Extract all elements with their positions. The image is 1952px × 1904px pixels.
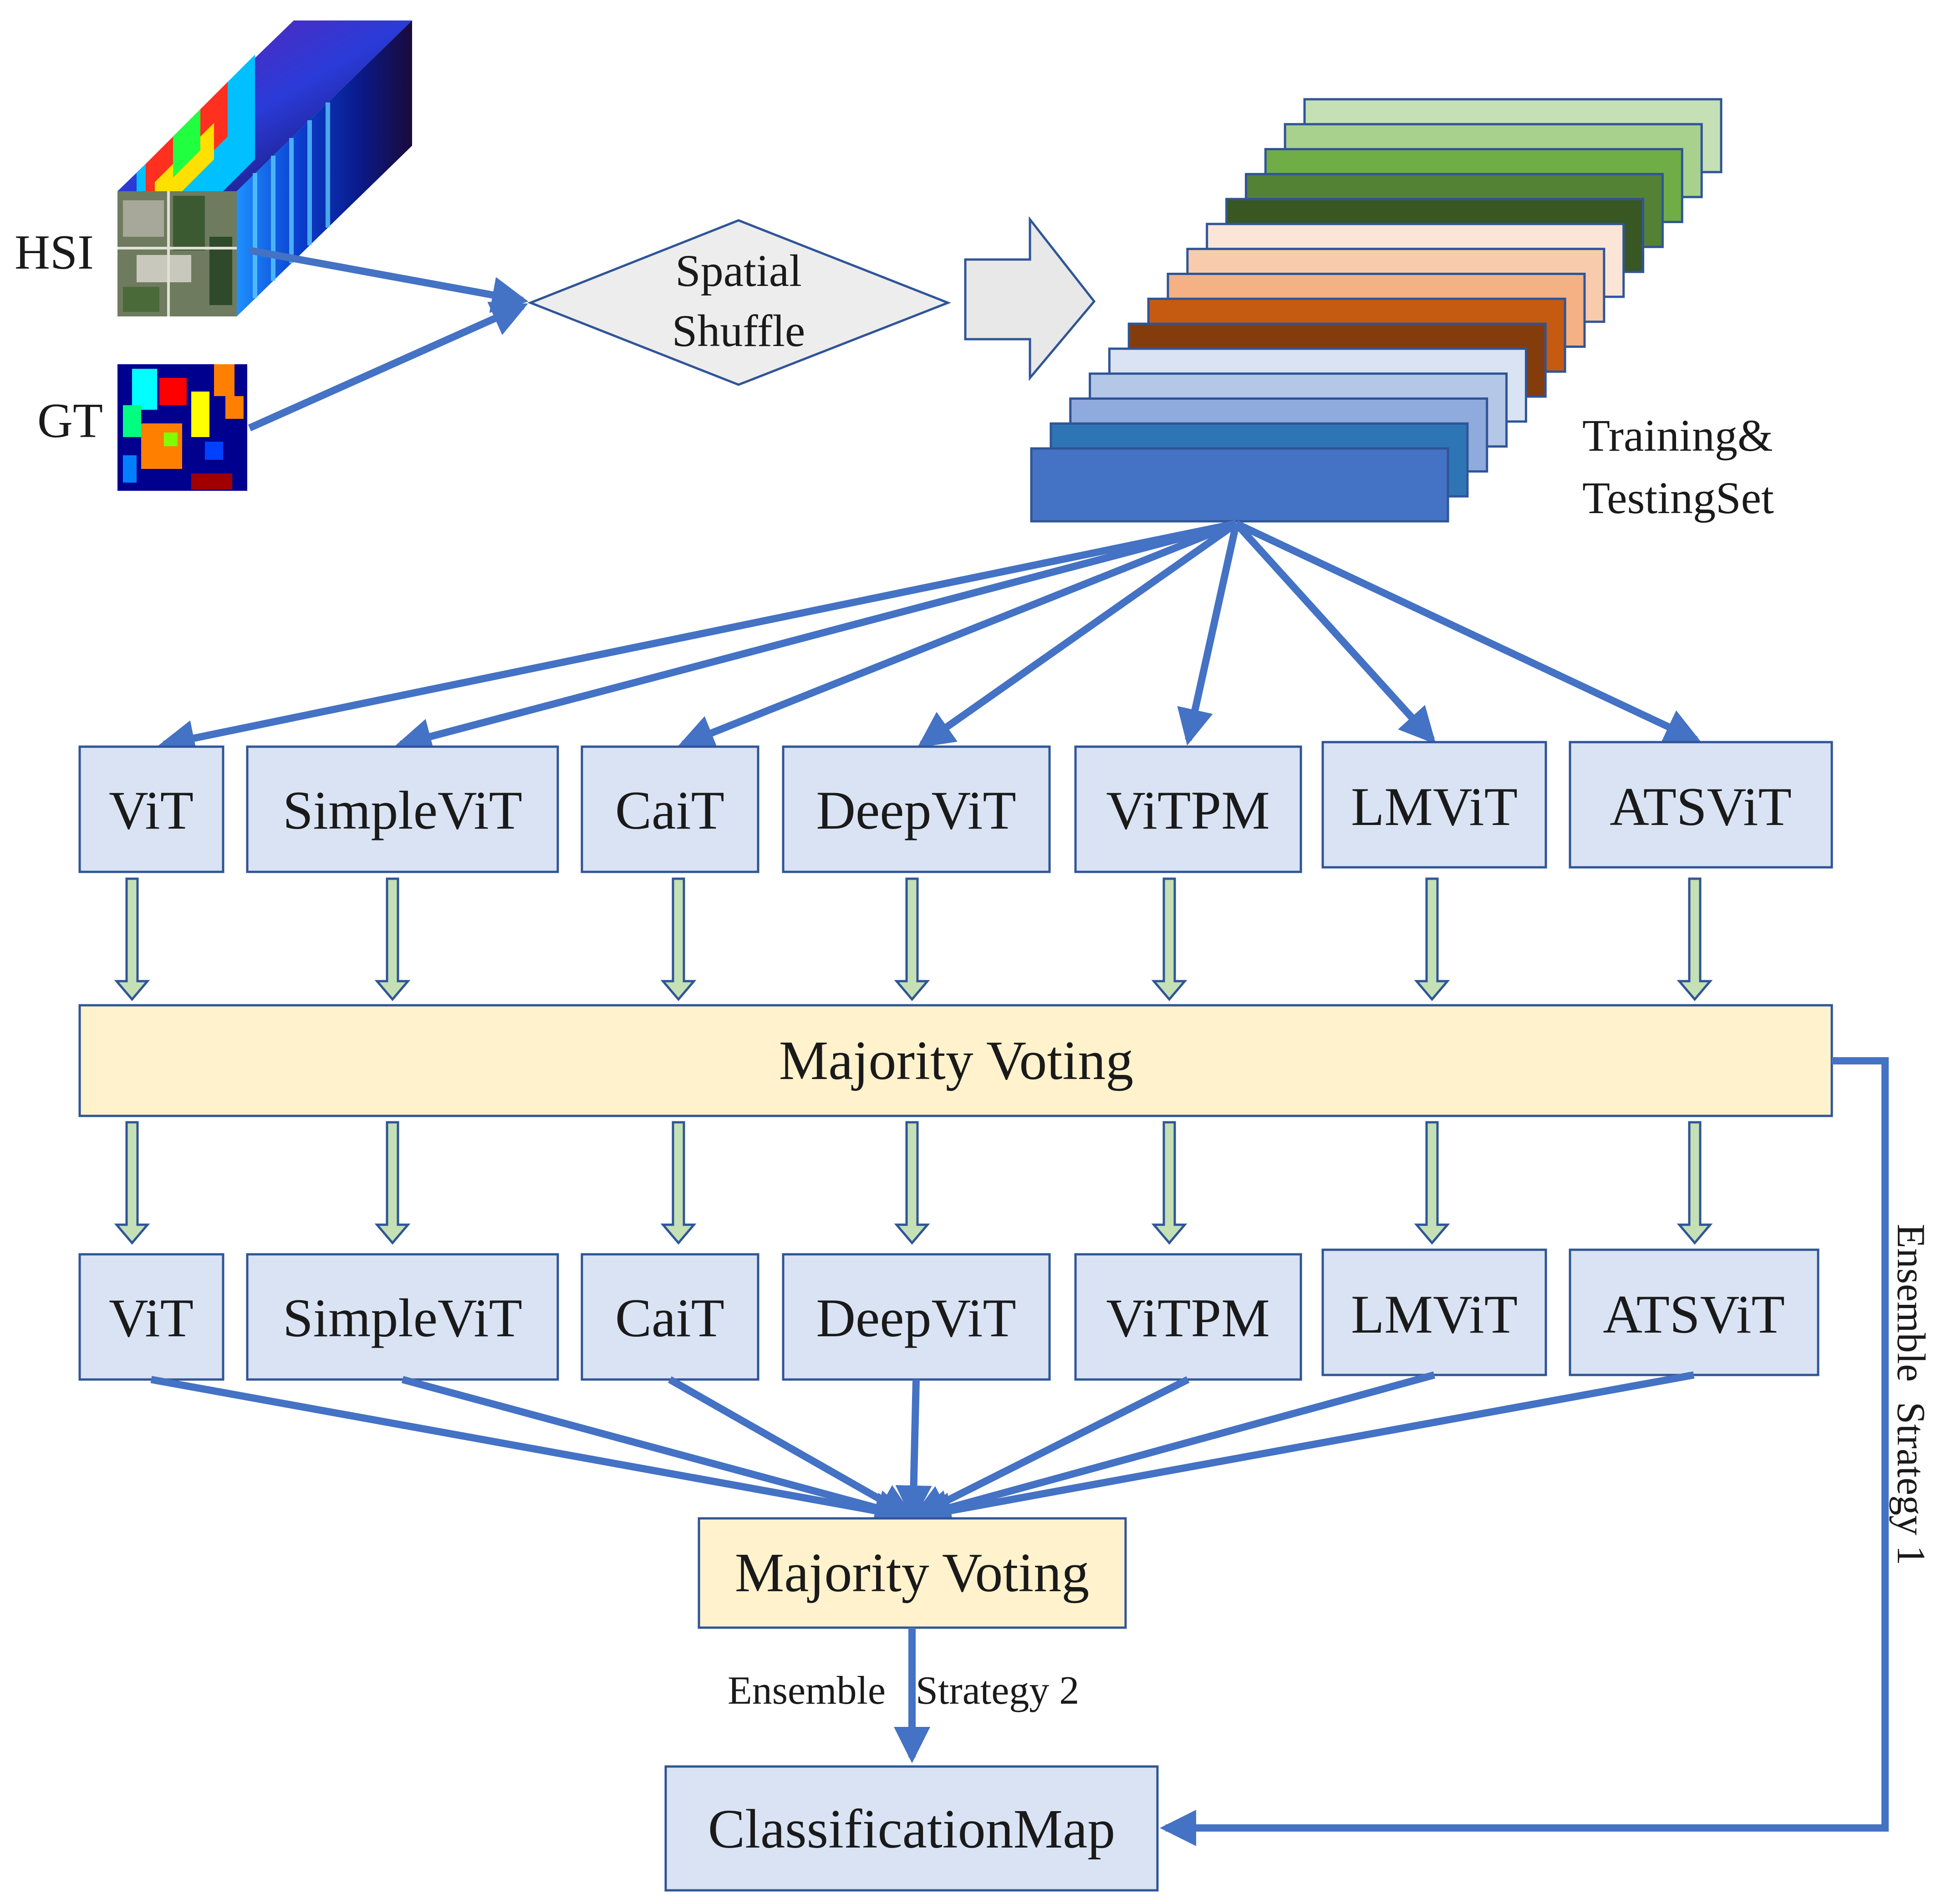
green-down-arrow xyxy=(660,1121,697,1245)
model-box-lmvit-bottom xyxy=(1321,1248,1547,1376)
strategy1-route-arrow xyxy=(1160,1057,1889,1846)
shuffle-output-arrow xyxy=(964,216,1096,381)
model-label-vit-top: ViT xyxy=(109,780,194,840)
majority-voting-small-label: Majority Voting xyxy=(735,1542,1089,1604)
model-label-cait-top: CaiT xyxy=(615,780,724,840)
majority-voting-wide-label: Majority Voting xyxy=(779,1030,1133,1091)
green-down-arrow xyxy=(1151,877,1188,1001)
green-down-arrow xyxy=(374,877,411,1001)
green-down-arrow xyxy=(1677,877,1713,1001)
gt-label: GT xyxy=(37,394,103,448)
model-label-atsvit-top: ATSViT xyxy=(1610,776,1792,837)
model-box-simplevit-bottom xyxy=(246,1253,559,1381)
green-down-arrow xyxy=(894,1121,930,1245)
model-label-vitpm-top: ViTPM xyxy=(1106,780,1270,840)
model-box-deepvit-bottom xyxy=(782,1253,1051,1381)
model-label-simplevit-bottom: SimpleViT xyxy=(283,1288,522,1348)
model-label-atsvit-bottom: ATSViT xyxy=(1603,1284,1785,1344)
green-down-arrow xyxy=(114,877,150,1001)
dataset-stack xyxy=(1030,98,1723,523)
green-down-arrow xyxy=(374,1121,411,1245)
spatial-shuffle-line2: Shuffle xyxy=(672,305,805,356)
model-box-vitpm-bottom xyxy=(1074,1253,1302,1381)
model-box-vitpm-top xyxy=(1074,745,1302,873)
model-box-lmvit-top xyxy=(1321,741,1547,869)
model-box-simplevit-top xyxy=(246,745,559,873)
model-row-top: ViT SimpleViT CaiT DeepViT ViTPM LMViT A… xyxy=(78,741,1833,873)
spatial-shuffle-line1: Spatial xyxy=(675,245,802,296)
model-row-bottom: ViT SimpleViT CaiT DeepViT ViTPM LMViT A… xyxy=(78,1248,1819,1381)
model-label-deepvit-top: DeepViT xyxy=(816,780,1016,840)
green-down-arrow xyxy=(660,877,697,1001)
dataset-label-line1: Training& xyxy=(1582,410,1773,461)
green-arrows-bottom xyxy=(114,1121,1713,1245)
model-label-lmvit-top: LMViT xyxy=(1351,776,1518,837)
model-label-vit-bottom: ViT xyxy=(109,1288,194,1348)
model-label-deepvit-bottom: DeepViT xyxy=(816,1288,1016,1348)
dataset-label-line2: TestingSet xyxy=(1582,473,1774,523)
model-box-cait-top xyxy=(581,745,759,873)
strategy1-label: Ensemble Strategy 1 xyxy=(1889,1224,1933,1565)
classification-map-label: ClassificationMap xyxy=(708,1798,1116,1860)
green-down-arrow xyxy=(114,1121,150,1245)
strategy2-label: Ensemble Strategy 2 xyxy=(728,1669,1079,1713)
majority-voting-small-box xyxy=(698,1517,1127,1629)
dataset-slab xyxy=(1030,447,1449,523)
model-box-deepvit-top xyxy=(782,745,1051,873)
model-label-lmvit-bottom: LMViT xyxy=(1351,1284,1518,1344)
model-box-vit-top xyxy=(78,745,224,873)
hsi-to-shuffle-arrow xyxy=(249,247,529,313)
hsi-cube-image xyxy=(117,20,412,316)
green-arrows-top xyxy=(114,877,1713,1001)
model-label-vitpm-bottom: ViTPM xyxy=(1106,1288,1270,1348)
model-box-atsvit-top xyxy=(1569,741,1833,869)
spatial-shuffle-diamond xyxy=(527,219,951,386)
model-label-cait-bottom: CaiT xyxy=(615,1288,724,1348)
green-down-arrow xyxy=(1677,1121,1713,1245)
model-box-atsvit-bottom xyxy=(1569,1248,1819,1376)
model-label-simplevit-top: SimpleViT xyxy=(283,780,522,840)
model-box-cait-bottom xyxy=(581,1253,759,1381)
green-down-arrow xyxy=(1151,1121,1188,1245)
gt-map-image xyxy=(117,364,247,491)
green-down-arrow xyxy=(894,877,930,1001)
gt-to-shuffle-arrow xyxy=(248,301,528,432)
dataset-fanout-arrows xyxy=(158,520,1702,756)
green-down-arrow xyxy=(1414,1121,1450,1245)
classification-map-box xyxy=(664,1765,1159,1892)
green-down-arrow xyxy=(1414,877,1450,1001)
hsi-label: HSI xyxy=(15,225,94,280)
converge-arrows xyxy=(150,1371,1695,1529)
